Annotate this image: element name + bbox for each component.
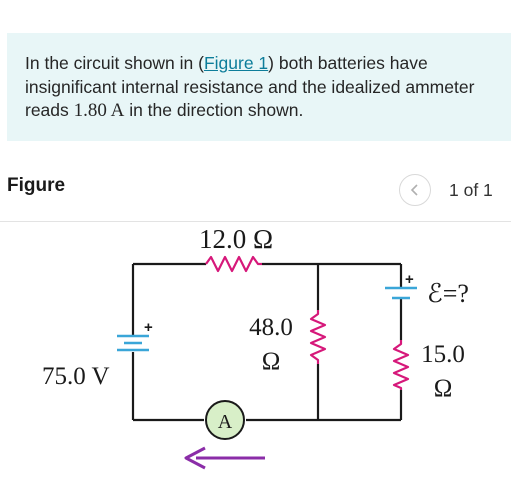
battery-left-label: 75.0 V (42, 363, 110, 390)
resistor-12-ohm (205, 255, 262, 273)
resistor-middle-value: 48.0 (249, 314, 293, 341)
figure-title: Figure (7, 175, 66, 196)
battery-right-plus: + (405, 271, 414, 288)
chevron-left-icon (410, 184, 418, 196)
circuit-wires (131, 262, 403, 422)
figure-link[interactable]: Figure 1 (203, 53, 269, 73)
ammeter-icon (205, 400, 245, 440)
current-value: 1.80 A (73, 100, 125, 121)
resistor-top-label: 12.0 Ω (199, 224, 273, 254)
resistor-right-value: 15.0 (421, 341, 465, 368)
battery-emf-unknown (385, 286, 417, 300)
ammeter-label: A (218, 411, 233, 433)
problem-statement: In the circuit shown in (Figure 1) both … (7, 33, 511, 141)
battery-left-plus: + (144, 319, 153, 336)
current-direction-arrow-icon (184, 446, 265, 470)
resistor-15-ohm (392, 340, 410, 390)
battery-right-label: ℰ=? (427, 279, 469, 308)
divider (0, 221, 511, 222)
resistor-right-unit: Ω (434, 375, 453, 402)
problem-text-middle: ) both batteries have insignificant inte… (25, 53, 475, 120)
problem-text-end: in the direction shown. (124, 100, 304, 120)
figure-page-count: 1 of 1 (449, 180, 493, 200)
resistor-48-ohm (309, 310, 327, 364)
circuit-diagram: + + A 12.0 Ω 48.0 Ω 15.0 Ω 75.0 V ℰ=? (42, 224, 469, 470)
resistor-middle-unit: Ω (262, 348, 281, 375)
previous-figure-button[interactable] (399, 174, 431, 206)
problem-text-start: In the circuit shown in ( (25, 53, 204, 73)
battery-75v (117, 334, 149, 352)
